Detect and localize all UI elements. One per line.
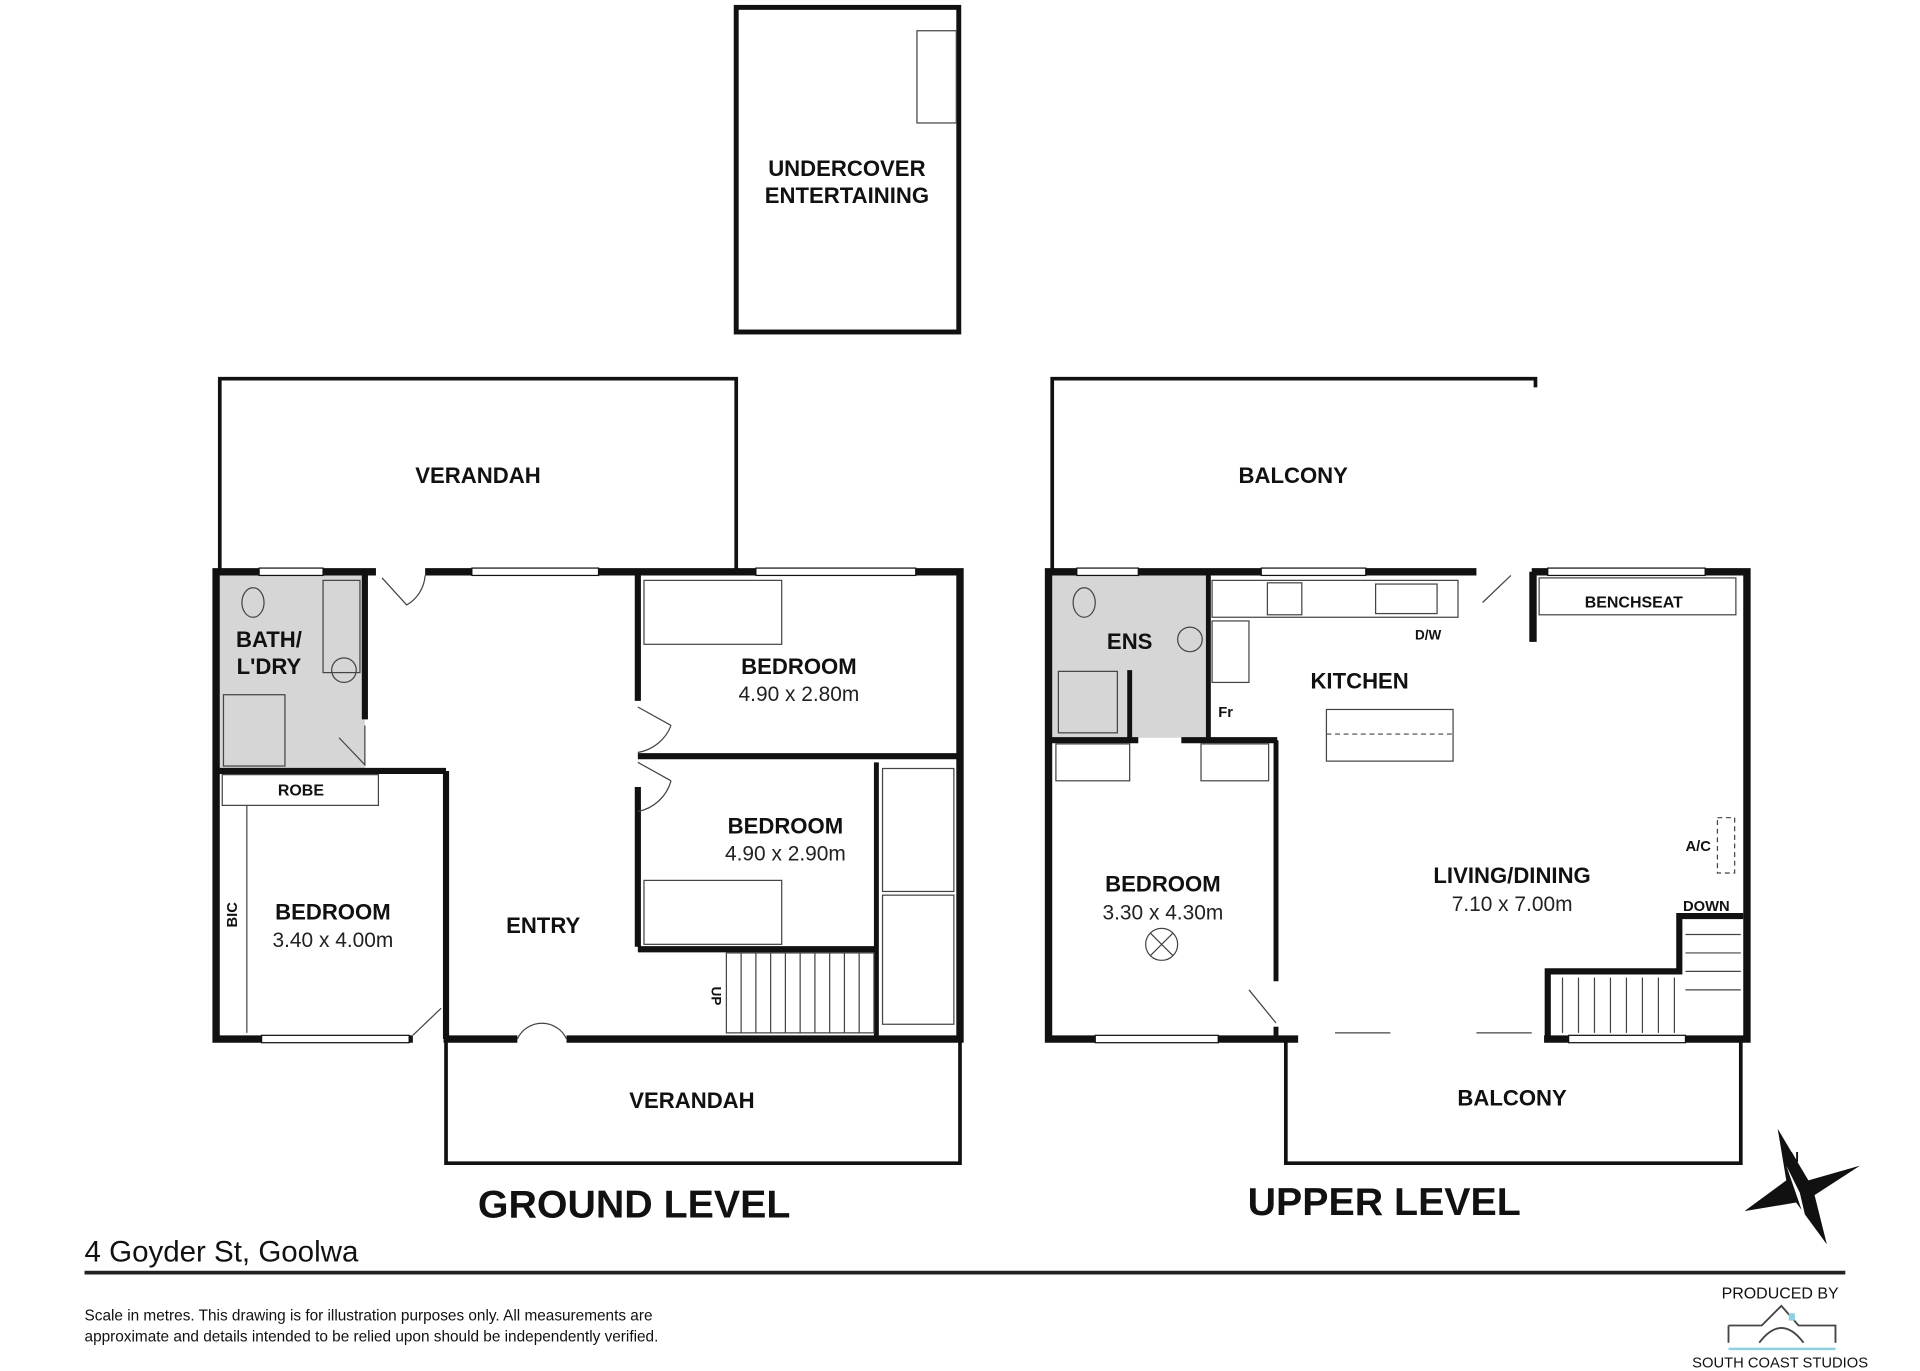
- upper-stairs: [1561, 933, 1741, 1033]
- ground-level-title: GROUND LEVEL: [478, 1182, 790, 1226]
- undercover-label-1: UNDERCOVER: [768, 156, 925, 181]
- verandah-bottom-label: VERANDAH: [629, 1088, 754, 1113]
- dishwasher-label: D/W: [1415, 627, 1442, 642]
- stairs-up-label: UP: [709, 987, 724, 1006]
- produced-by-label: PRODUCED BY: [1722, 1285, 1839, 1302]
- kitchen-label: KITCHEN: [1310, 669, 1408, 694]
- fridge-label: Fr: [1218, 705, 1233, 721]
- entry-label: ENTRY: [506, 913, 580, 938]
- bath-label-2: L'DRY: [237, 654, 302, 679]
- balcony-bottom-label: BALCONY: [1457, 1085, 1567, 1110]
- benchseat-label: BENCHSEAT: [1585, 594, 1683, 611]
- bedroom3-name: BEDROOM: [728, 814, 844, 839]
- living-name: LIVING/DINING: [1433, 863, 1590, 888]
- undercover-label-2: ENTERTAINING: [765, 183, 929, 208]
- north-compass-icon: N: [1744, 1128, 1861, 1245]
- disclaimer-line-1: Scale in metres. This drawing is for ill…: [85, 1308, 653, 1325]
- down-label: DOWN: [1683, 899, 1730, 915]
- bedroom2-size: 4.90 x 2.80m: [739, 683, 860, 706]
- ac-label: A/C: [1685, 839, 1711, 855]
- property-address: 4 Goyder St, Goolwa: [85, 1236, 359, 1269]
- compass-north-label: N: [1788, 1150, 1799, 1166]
- bath-label-1: BATH/: [236, 627, 302, 652]
- verandah-top-label: VERANDAH: [415, 463, 540, 488]
- ceiling-light-icon: [1145, 927, 1179, 961]
- ensuite-label: ENS: [1107, 629, 1153, 654]
- bedroom3-size: 4.90 x 2.90m: [725, 843, 846, 866]
- bedroom1-name: BEDROOM: [275, 900, 391, 925]
- upper-level-plan: BALCONY ENS KITCHEN D/W Fr BENCHSEAT A/C…: [1044, 376, 1751, 1224]
- upper-bedroom-name: BEDROOM: [1105, 871, 1221, 896]
- ground-stairs: [725, 952, 875, 1034]
- upper-bedroom-size: 3.30 x 4.30m: [1102, 902, 1223, 925]
- robe-label: ROBE: [278, 783, 324, 800]
- bic-label: BIC: [225, 902, 241, 928]
- bedroom2-name: BEDROOM: [741, 654, 857, 679]
- disclaimer-line-2: approximate and details intended to be r…: [85, 1328, 659, 1345]
- bedroom1-size: 3.40 x 4.00m: [273, 929, 394, 952]
- upper-level-title: UPPER LEVEL: [1248, 1180, 1521, 1224]
- undercover-entertaining: UNDERCOVER ENTERTAINING: [733, 4, 962, 335]
- studio-name: SOUTH COAST STUDIOS: [1692, 1355, 1868, 1371]
- balcony-top-label: BALCONY: [1239, 463, 1349, 488]
- living-size: 7.10 x 7.00m: [1452, 893, 1573, 916]
- south-coast-studios-logo: [1727, 1304, 1837, 1351]
- ground-level-plan: VERANDAH BATH/ L'DRY ROBE BIC BEDROOM 3.…: [212, 376, 964, 1226]
